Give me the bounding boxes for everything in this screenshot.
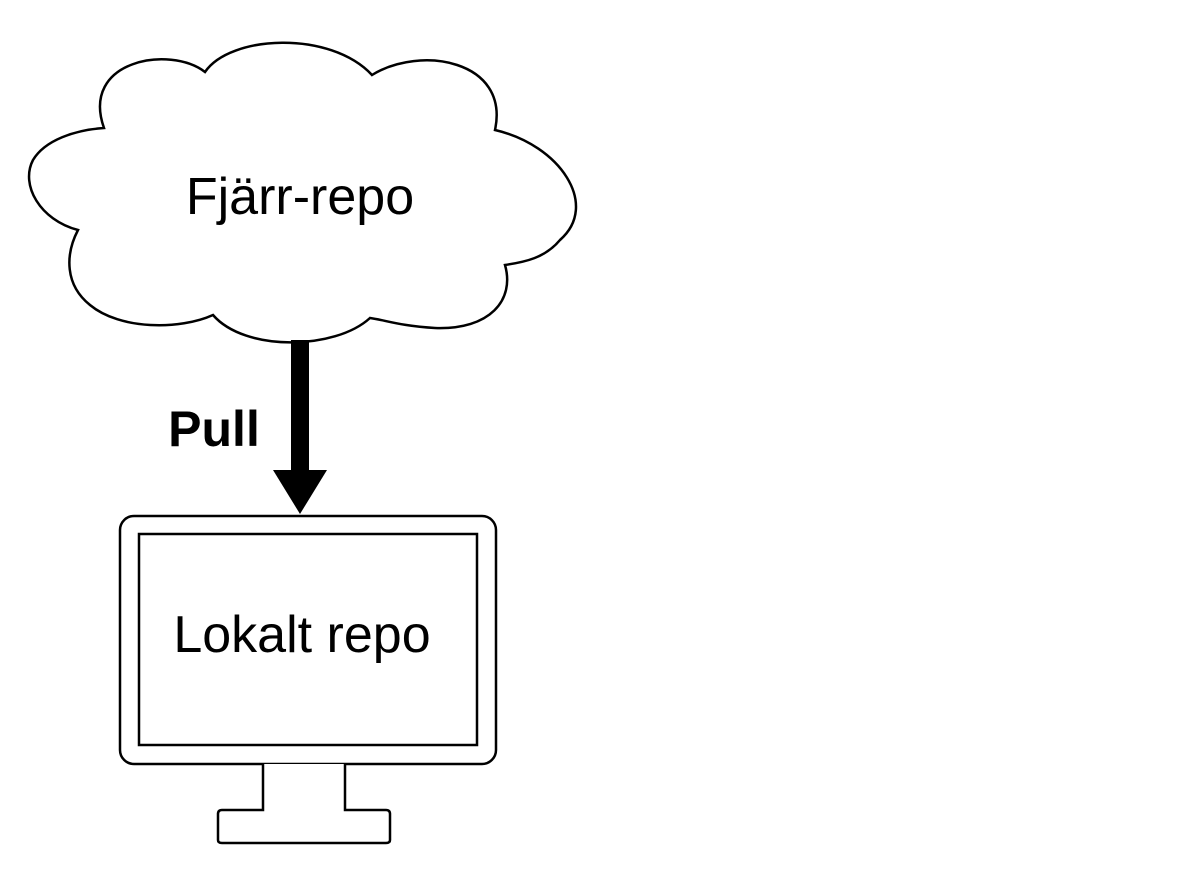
remote-repo-cloud: Fjärr-repo [27, 41, 578, 344]
cloud-icon [27, 41, 578, 344]
monitor-icon [118, 514, 498, 845]
monitor-stand [216, 764, 392, 845]
remote-repo-label: Fjärr-repo [186, 168, 414, 226]
local-repo-label: Lokalt repo [173, 606, 430, 664]
arrow-down-icon [273, 470, 327, 514]
pull-arrow: Pull [168, 340, 327, 514]
arrow-shaft [291, 340, 309, 472]
monitor-screen [137, 532, 479, 747]
local-repo-monitor: Lokalt repo [118, 514, 498, 845]
pull-label: Pull [168, 401, 260, 457]
